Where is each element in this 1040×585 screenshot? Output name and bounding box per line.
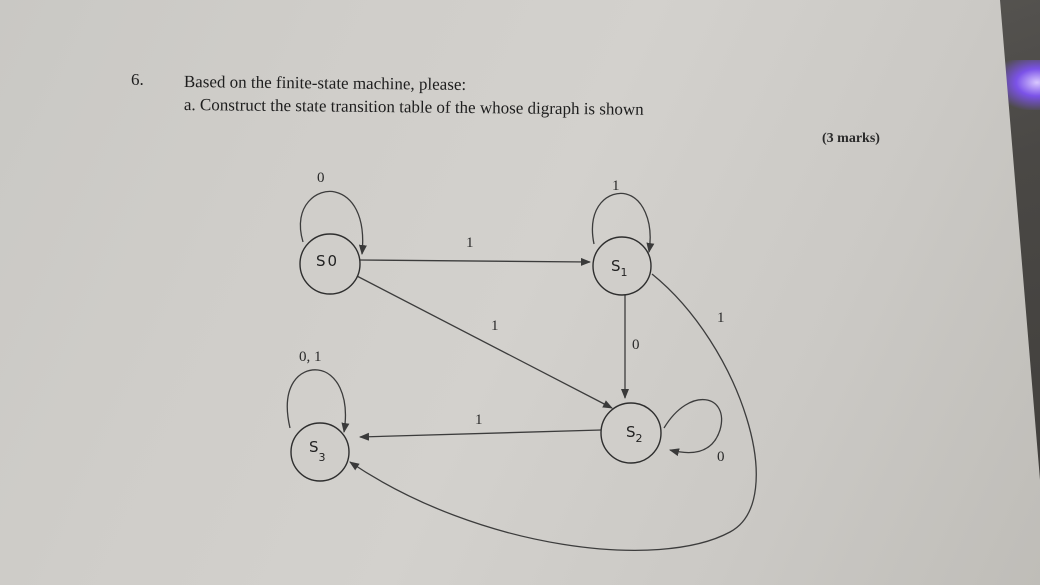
question-number: 6.	[131, 70, 144, 89]
marks-label: (3 marks)	[822, 131, 880, 146]
label-s0-s1: 1	[466, 235, 474, 251]
state-s2-label: S2	[626, 423, 643, 445]
edge-s0-s1	[357, 257, 591, 266]
edge-s0-s2	[352, 273, 613, 409]
label-s1-s2: 0	[632, 337, 640, 353]
edge-s2-s3	[359, 429, 602, 441]
state-s1-label: S1	[611, 257, 628, 279]
loop-s0	[299, 190, 367, 255]
label-s1-s3: 1	[717, 310, 725, 326]
state-s1	[592, 236, 652, 296]
label-loop-s3: 0, 1	[299, 349, 322, 365]
loop-s3	[286, 369, 350, 433]
state-s3	[290, 422, 350, 482]
state-s0	[299, 233, 361, 295]
state-s3-label: S3	[309, 438, 326, 464]
label-s0-s2: 1	[491, 318, 499, 334]
label-loop-s2: 0	[717, 449, 725, 465]
edge-s1-s3	[349, 273, 757, 551]
state-s2	[600, 402, 662, 464]
loop-s1	[591, 192, 655, 253]
loop-s2	[663, 399, 723, 457]
label-loop-s1: 1	[612, 178, 620, 194]
label-s2-s3: 1	[475, 412, 483, 428]
label-loop-s0: 0	[317, 170, 325, 186]
